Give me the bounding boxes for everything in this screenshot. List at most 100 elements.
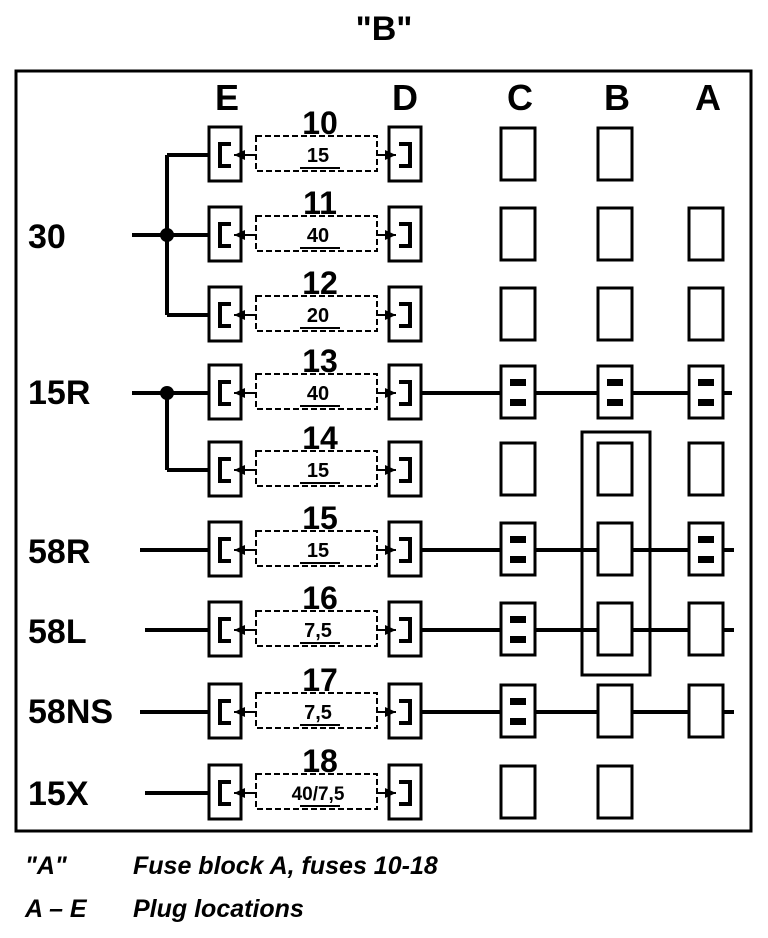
arrow-left-icon xyxy=(234,310,245,320)
contact-pin xyxy=(510,698,526,705)
plug-a-slot xyxy=(687,364,725,420)
legend-key: A – E xyxy=(25,895,87,923)
column-label-b: B xyxy=(604,77,630,118)
fuse-rating: 15 xyxy=(307,540,329,562)
plug-a-slot xyxy=(687,601,725,657)
contact-pin xyxy=(607,399,623,406)
contact-pin xyxy=(510,536,526,543)
contact-pin xyxy=(510,636,526,643)
plug-c-slot xyxy=(499,126,537,182)
arrow-left-icon xyxy=(234,465,245,475)
diagram-title: "B" xyxy=(356,10,413,48)
fuse-body xyxy=(255,373,378,410)
input-label-15x: 15X xyxy=(28,775,89,813)
plug-d-clip xyxy=(399,380,412,406)
contact-pin xyxy=(607,379,623,386)
arrow-left-icon xyxy=(234,707,245,717)
fuse-body xyxy=(255,692,378,729)
arrow-right-icon xyxy=(385,788,396,798)
plug-d-clip xyxy=(399,537,412,563)
arrow-right-icon xyxy=(385,707,396,717)
arrow-right-icon xyxy=(385,150,396,160)
fuse-rating: 15 xyxy=(307,145,329,167)
plug-d-clip xyxy=(399,617,412,643)
arrow-left-icon xyxy=(234,788,245,798)
column-label-c: C xyxy=(507,77,533,118)
fuse-number: 10 xyxy=(302,105,338,141)
fuse-number: 14 xyxy=(302,420,338,456)
plug-e-clip xyxy=(218,380,231,406)
plug-e-clip xyxy=(218,222,231,248)
contact-pin xyxy=(510,556,526,563)
contact-pin xyxy=(510,379,526,386)
plug-a-slot xyxy=(687,206,725,262)
contact-pin xyxy=(698,399,714,406)
plug-b-slot xyxy=(596,364,634,420)
input-label-58l: 58L xyxy=(28,613,87,651)
plug-e-clip xyxy=(218,142,231,168)
plug-a-slot xyxy=(687,286,725,342)
fuse-rating: 40 xyxy=(307,383,329,405)
arrow-right-icon xyxy=(385,465,396,475)
column-label-a: A xyxy=(695,77,721,118)
contact-pin xyxy=(698,556,714,563)
fuse-number: 15 xyxy=(302,500,338,536)
contact-pin xyxy=(510,718,526,725)
legend-text: Fuse block A, fuses 10-18 xyxy=(133,852,438,880)
fuse-row: 7,516 xyxy=(207,580,734,658)
plug-b-slot xyxy=(596,206,634,262)
arrow-right-icon xyxy=(385,388,396,398)
arrow-right-icon xyxy=(385,310,396,320)
fuse-rating: 40/7,5 xyxy=(292,784,345,805)
arrow-left-icon xyxy=(234,230,245,240)
plug-d-clip xyxy=(399,302,412,328)
input-label-30: 30 xyxy=(28,218,66,256)
fuse-number: 18 xyxy=(302,743,338,779)
arrow-left-icon xyxy=(234,150,245,160)
fuse-number: 12 xyxy=(302,265,338,301)
fuse-rating: 7,5 xyxy=(304,702,332,724)
legend-row-plug-locations: A – E Plug locations xyxy=(0,895,768,931)
legend-row-fuse-block: "A" Fuse block A, fuses 10-18 xyxy=(0,852,768,888)
fuse-body xyxy=(255,295,378,332)
arrow-right-icon xyxy=(385,625,396,635)
plug-c-slot xyxy=(499,601,537,657)
arrow-left-icon xyxy=(234,545,245,555)
input-label-58r: 58R xyxy=(28,533,90,571)
plug-e-clip xyxy=(218,537,231,563)
contact-pin xyxy=(698,536,714,543)
plug-b-slot xyxy=(596,683,634,739)
fuse-number: 16 xyxy=(302,580,338,616)
junction-dot xyxy=(160,228,174,242)
fuse-rows: 1510401120124013151415157,5167,51740/7,5… xyxy=(207,105,734,821)
plug-a-slot xyxy=(687,441,725,497)
fuse-body xyxy=(255,610,378,647)
fuse-body xyxy=(255,450,378,487)
plug-e-clip xyxy=(218,617,231,643)
fuse-row: 7,517 xyxy=(207,662,734,740)
plug-d-clip xyxy=(399,780,412,806)
contact-pin xyxy=(698,379,714,386)
fuse-number: 17 xyxy=(302,662,338,698)
legend-text: Plug locations xyxy=(133,895,304,923)
fuse-body xyxy=(255,773,378,810)
plug-c-slot xyxy=(499,364,537,420)
arrow-right-icon xyxy=(385,230,396,240)
plug-b-slot xyxy=(596,521,634,577)
plug-c-slot xyxy=(499,521,537,577)
plug-c-slot xyxy=(499,683,537,739)
wiring xyxy=(132,153,217,795)
plug-c-slot xyxy=(499,764,537,820)
plug-b-slot xyxy=(596,601,634,657)
legend-key: "A" xyxy=(25,852,67,880)
contact-pin xyxy=(510,616,526,623)
arrow-right-icon xyxy=(385,545,396,555)
fuse-number: 11 xyxy=(303,185,337,221)
plug-d-clip xyxy=(399,699,412,725)
plug-e-clip xyxy=(218,699,231,725)
plug-a-slot xyxy=(687,521,725,577)
